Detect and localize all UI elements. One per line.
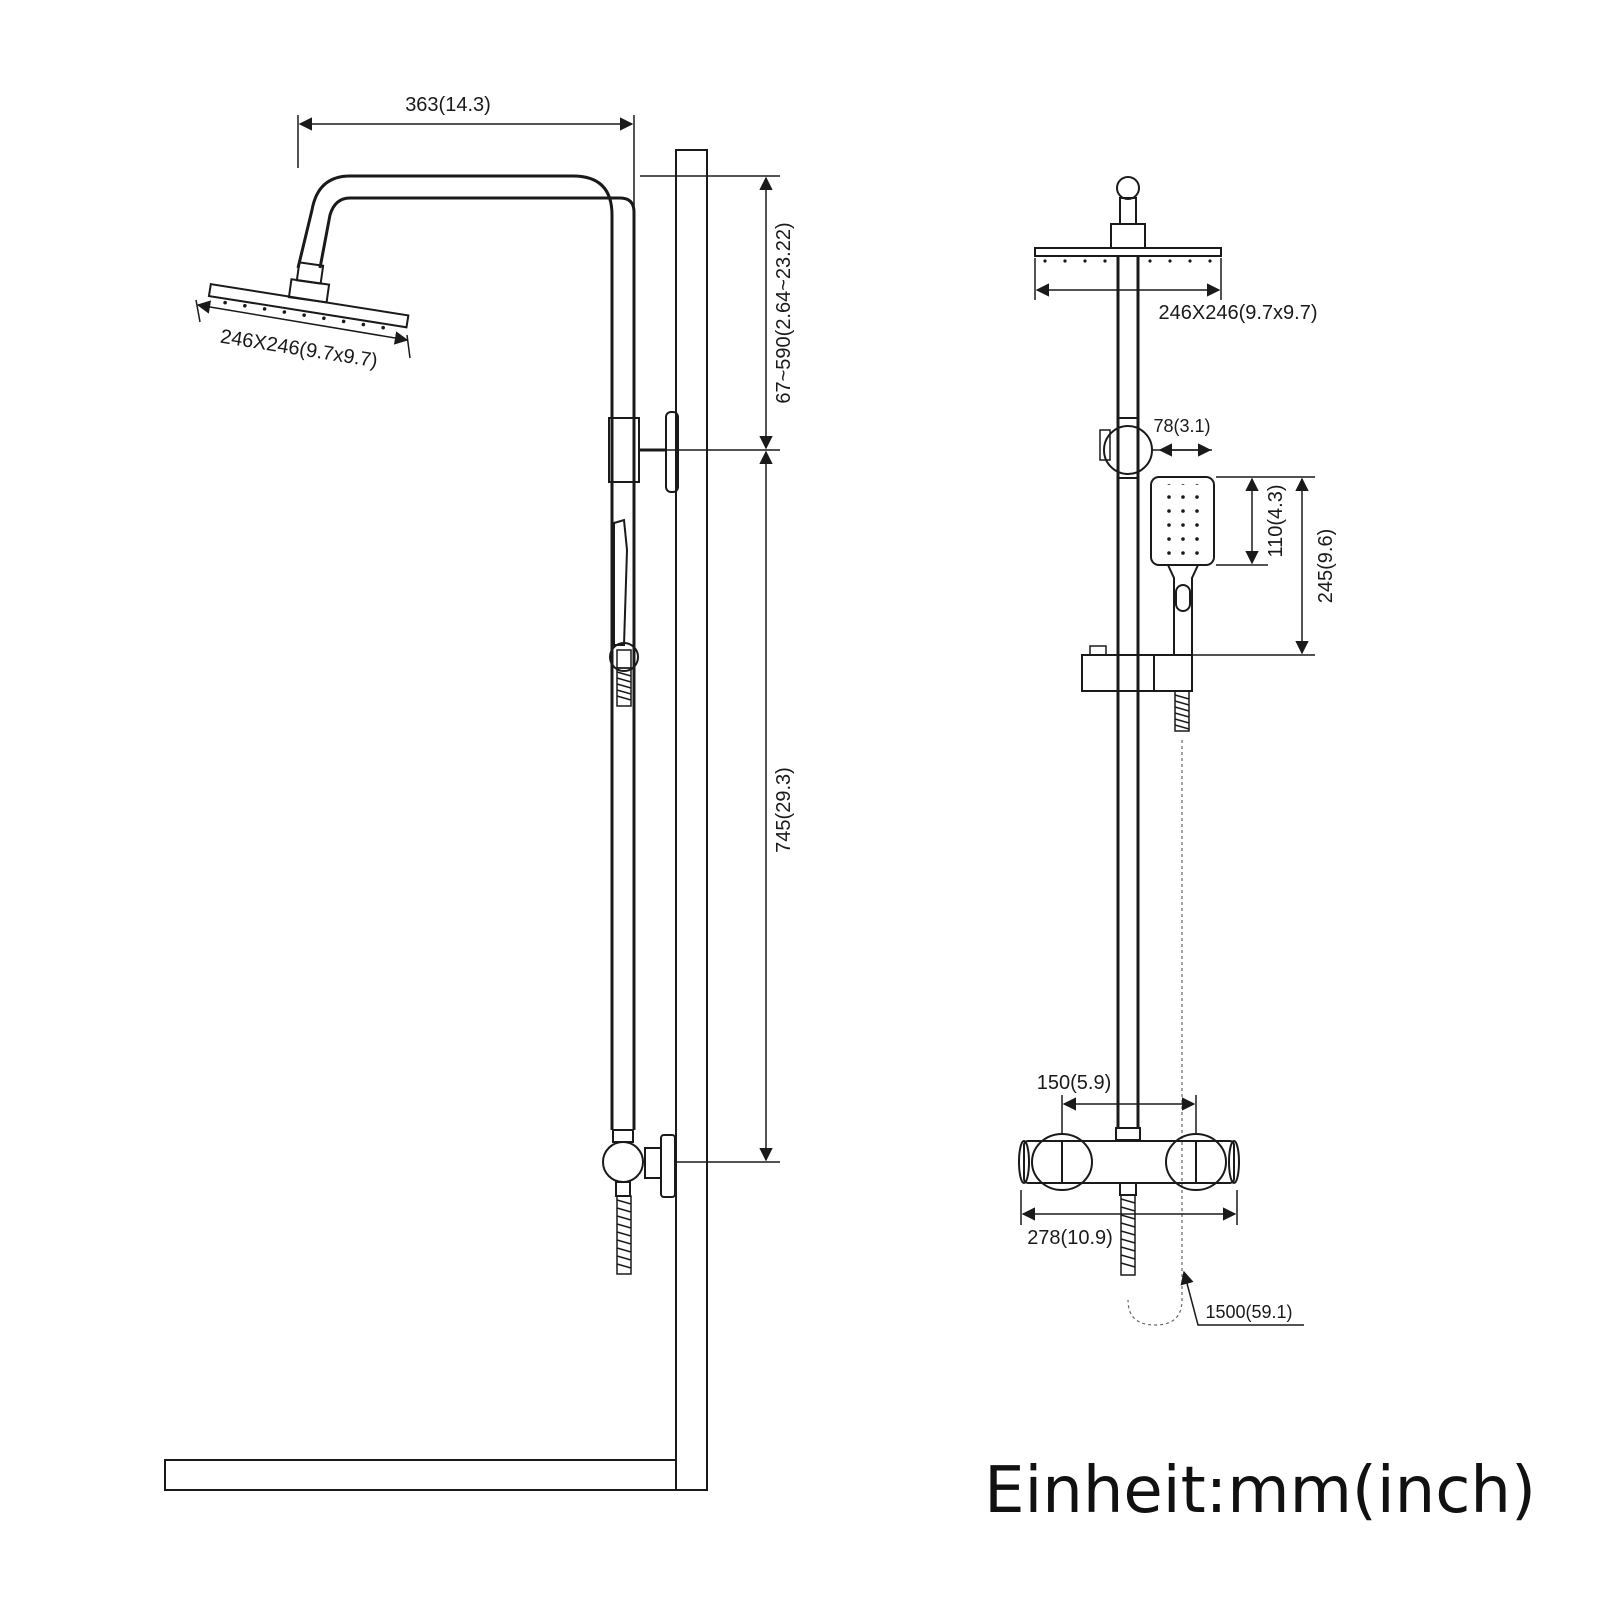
inlet-spacing-label: 150(5.9) bbox=[1037, 1072, 1112, 1094]
dim-height-adjust: 67~590(2.64~23.22) bbox=[640, 175, 795, 451]
mixer-width-label: 278(10.9) bbox=[1027, 1227, 1113, 1249]
dim-arm-length: 363(14.3) bbox=[297, 94, 635, 210]
bracket-offset-label: 78(3.1) bbox=[1153, 416, 1210, 436]
bracket-spacing-label: 745(29.3) bbox=[773, 767, 795, 853]
hose-lower-side bbox=[616, 1195, 632, 1275]
handshower-length-label: 245(9.6) bbox=[1315, 529, 1337, 604]
head-size-side-label: 246X246(9.7x9.7) bbox=[219, 326, 379, 373]
shower-head-side bbox=[207, 283, 410, 330]
dim-handshower-face: 110(4.3) bbox=[1216, 476, 1287, 566]
arm-length-label: 363(14.3) bbox=[405, 94, 491, 116]
dim-head-size-front: 246X246(9.7x9.7) bbox=[1034, 258, 1318, 324]
dim-bracket-offset: 78(3.1) bbox=[1152, 416, 1212, 457]
hose-lower-front bbox=[1120, 1194, 1136, 1276]
shower-head-front bbox=[1034, 247, 1222, 263]
unit-label: Einheit:mm(inch) bbox=[984, 1454, 1536, 1528]
dim-handshower-length: 245(9.6) bbox=[1192, 476, 1337, 656]
hose-length-label: 1500(59.1) bbox=[1205, 1302, 1292, 1322]
height-adjust-label: 67~590(2.64~23.22) bbox=[773, 222, 795, 403]
handshower-face-label: 110(4.3) bbox=[1265, 484, 1287, 557]
hose-upper-side bbox=[616, 667, 632, 707]
head-size-front-label: 246X246(9.7x9.7) bbox=[1158, 302, 1317, 324]
mixer-front bbox=[1018, 1127, 1240, 1196]
hand-shower-front bbox=[1150, 476, 1215, 656]
dim-bracket-spacing: 745(29.3) bbox=[676, 450, 795, 1163]
dim-hose-length: 1500(59.1) bbox=[1180, 1270, 1304, 1326]
hose-upper-front bbox=[1174, 690, 1190, 732]
dim-inlet-spacing: 150(5.9) bbox=[1037, 1072, 1197, 1134]
front-view bbox=[1018, 176, 1240, 1326]
wall bbox=[675, 149, 708, 1491]
dim-mixer-width: 278(10.9) bbox=[1020, 1190, 1238, 1249]
hose-path-dashed bbox=[1127, 740, 1183, 1326]
floor bbox=[164, 1459, 677, 1491]
